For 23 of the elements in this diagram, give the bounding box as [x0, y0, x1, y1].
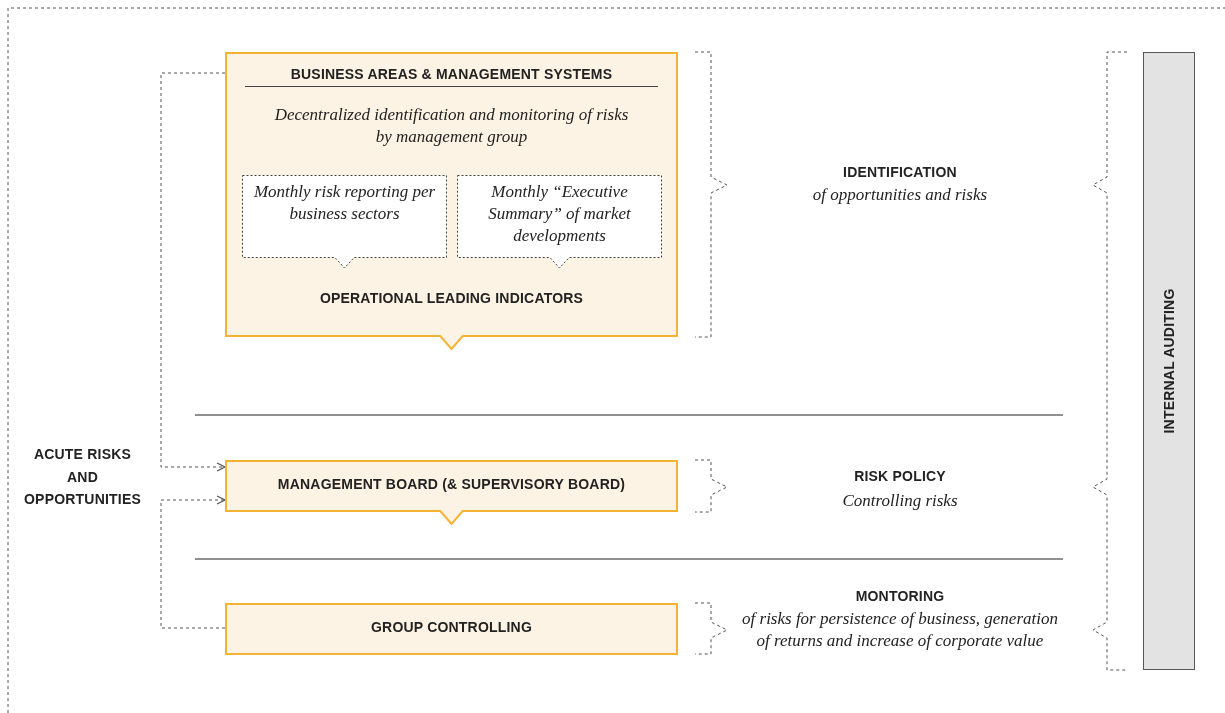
callout-box [457, 175, 662, 270]
callout-box [242, 175, 447, 270]
heading: RISK POLICY [853, 468, 947, 484]
callout-box [225, 460, 678, 526]
description-text: Controlling risks [841, 490, 959, 512]
heading: MANAGEMENT BOARD (& SUPERVISORY BOARD) [276, 476, 627, 492]
arrow [160, 495, 226, 629]
description-text: Monthly risk reporting per business sectors [252, 181, 437, 225]
vertical-title: INTERNAL AUDITING [1161, 288, 1177, 434]
heading: IDENTIFICATION [842, 164, 958, 180]
description-text: Monthly “Executive Summary” of market developments [487, 181, 632, 247]
side-label: ACUTE RISKS AND OPPORTUNITIES [23, 445, 142, 509]
description-text: Decentralized identification and monitoring of risks by management group [273, 104, 630, 148]
arrow [160, 72, 226, 472]
heading: BUSINESS AREAS & MANAGEMENT SYSTEMS [245, 66, 658, 87]
heading: GROUP CONTROLLING [370, 619, 533, 635]
description-text: of opportunities and risks [811, 184, 989, 206]
process-box [225, 603, 678, 655]
audit-bar [1143, 52, 1195, 670]
callout-box [225, 52, 678, 351]
heading: OPERATIONAL LEADING INDICATORS [318, 290, 585, 306]
description-text: of risks for persistence of business, generation of returns and increase of corporate value [741, 608, 1059, 652]
heading: MONTORING [854, 588, 946, 604]
